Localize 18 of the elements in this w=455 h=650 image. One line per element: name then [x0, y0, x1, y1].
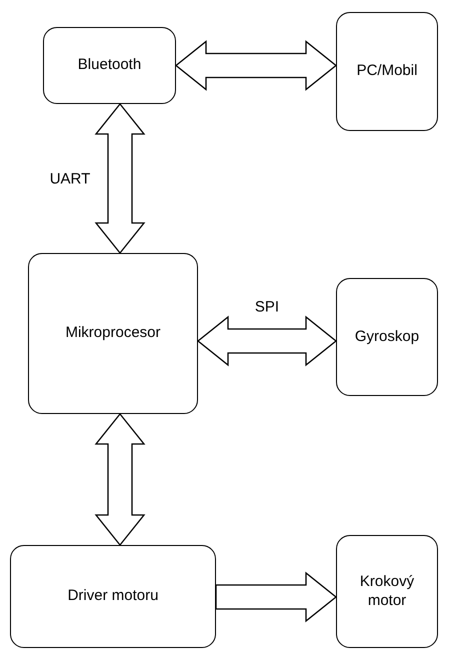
box-label: Mikroprocesor	[65, 324, 161, 343]
double-block-arrow	[215, 572, 338, 622]
double-block-arrow	[94, 102, 146, 254]
rounded-box	[336, 12, 438, 131]
double-block-arrow	[196, 316, 338, 366]
box-label: PC/Mobil	[356, 62, 418, 81]
box-label: Bluetooth	[78, 56, 142, 75]
double-block-arrow	[94, 412, 146, 546]
box-label: Gyroskop	[354, 328, 420, 346]
rounded-box	[336, 535, 438, 648]
rounded-box	[43, 27, 176, 104]
box-label: Krokový motor	[358, 572, 416, 610]
rounded-box	[28, 253, 198, 414]
double-block-arrow	[174, 40, 338, 91]
rounded-box	[10, 545, 216, 648]
box-label: Driver motoru	[68, 587, 158, 606]
edge-label: UART	[48, 170, 92, 187]
rounded-box	[336, 278, 438, 396]
